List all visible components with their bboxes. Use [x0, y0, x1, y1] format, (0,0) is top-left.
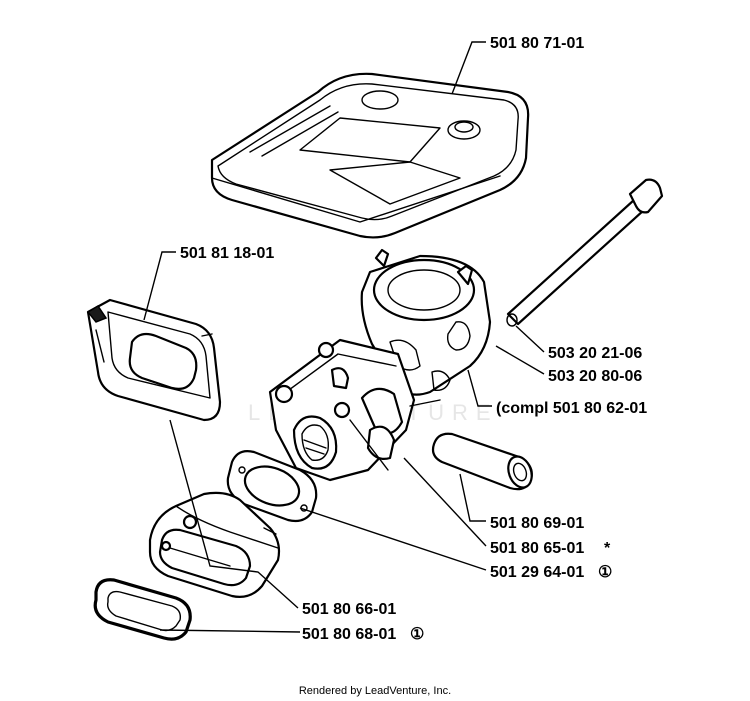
- leader-lines: [143, 41, 545, 633]
- carburetor-body[interactable]: [268, 338, 441, 482]
- callout-carburetor-compl: (compl 501 80 62-01: [496, 400, 647, 417]
- manifold-gasket[interactable]: [93, 578, 192, 641]
- fuel-sleeve[interactable]: [431, 432, 536, 491]
- marker-carburetor: *: [604, 540, 611, 557]
- callout-bolt: 503 20 21-06: [548, 345, 642, 362]
- callout-labels: 501 80 71-01 501 81 18-01 503 20 21-06 5…: [180, 35, 647, 643]
- callout-intake-manifold: 501 80 66-01: [302, 601, 396, 618]
- callout-air-filter-cover: 501 80 71-01: [490, 35, 584, 52]
- carburetor-adapter[interactable]: [360, 248, 492, 396]
- marker-carb-gasket: ①: [598, 564, 612, 581]
- marker-manifold-gasket: ①: [410, 626, 424, 643]
- carb-gasket[interactable]: [226, 450, 318, 523]
- callout-carb-gasket: 501 29 64-01: [490, 564, 584, 581]
- footer-credit: Rendered by LeadVenture, Inc.: [299, 685, 451, 697]
- callout-carburetor: 501 80 65-01: [490, 540, 584, 557]
- air-filter-cover[interactable]: [210, 72, 530, 239]
- callout-washer: 503 20 80-06: [548, 368, 642, 385]
- bolt[interactable]: [506, 178, 664, 327]
- callout-intake-gasket-upper: 501 81 18-01: [180, 245, 274, 262]
- callout-manifold-gasket: 501 80 68-01: [302, 626, 396, 643]
- callout-fuel-sleeve: 501 80 69-01: [490, 515, 584, 532]
- intake-plate[interactable]: [86, 298, 222, 422]
